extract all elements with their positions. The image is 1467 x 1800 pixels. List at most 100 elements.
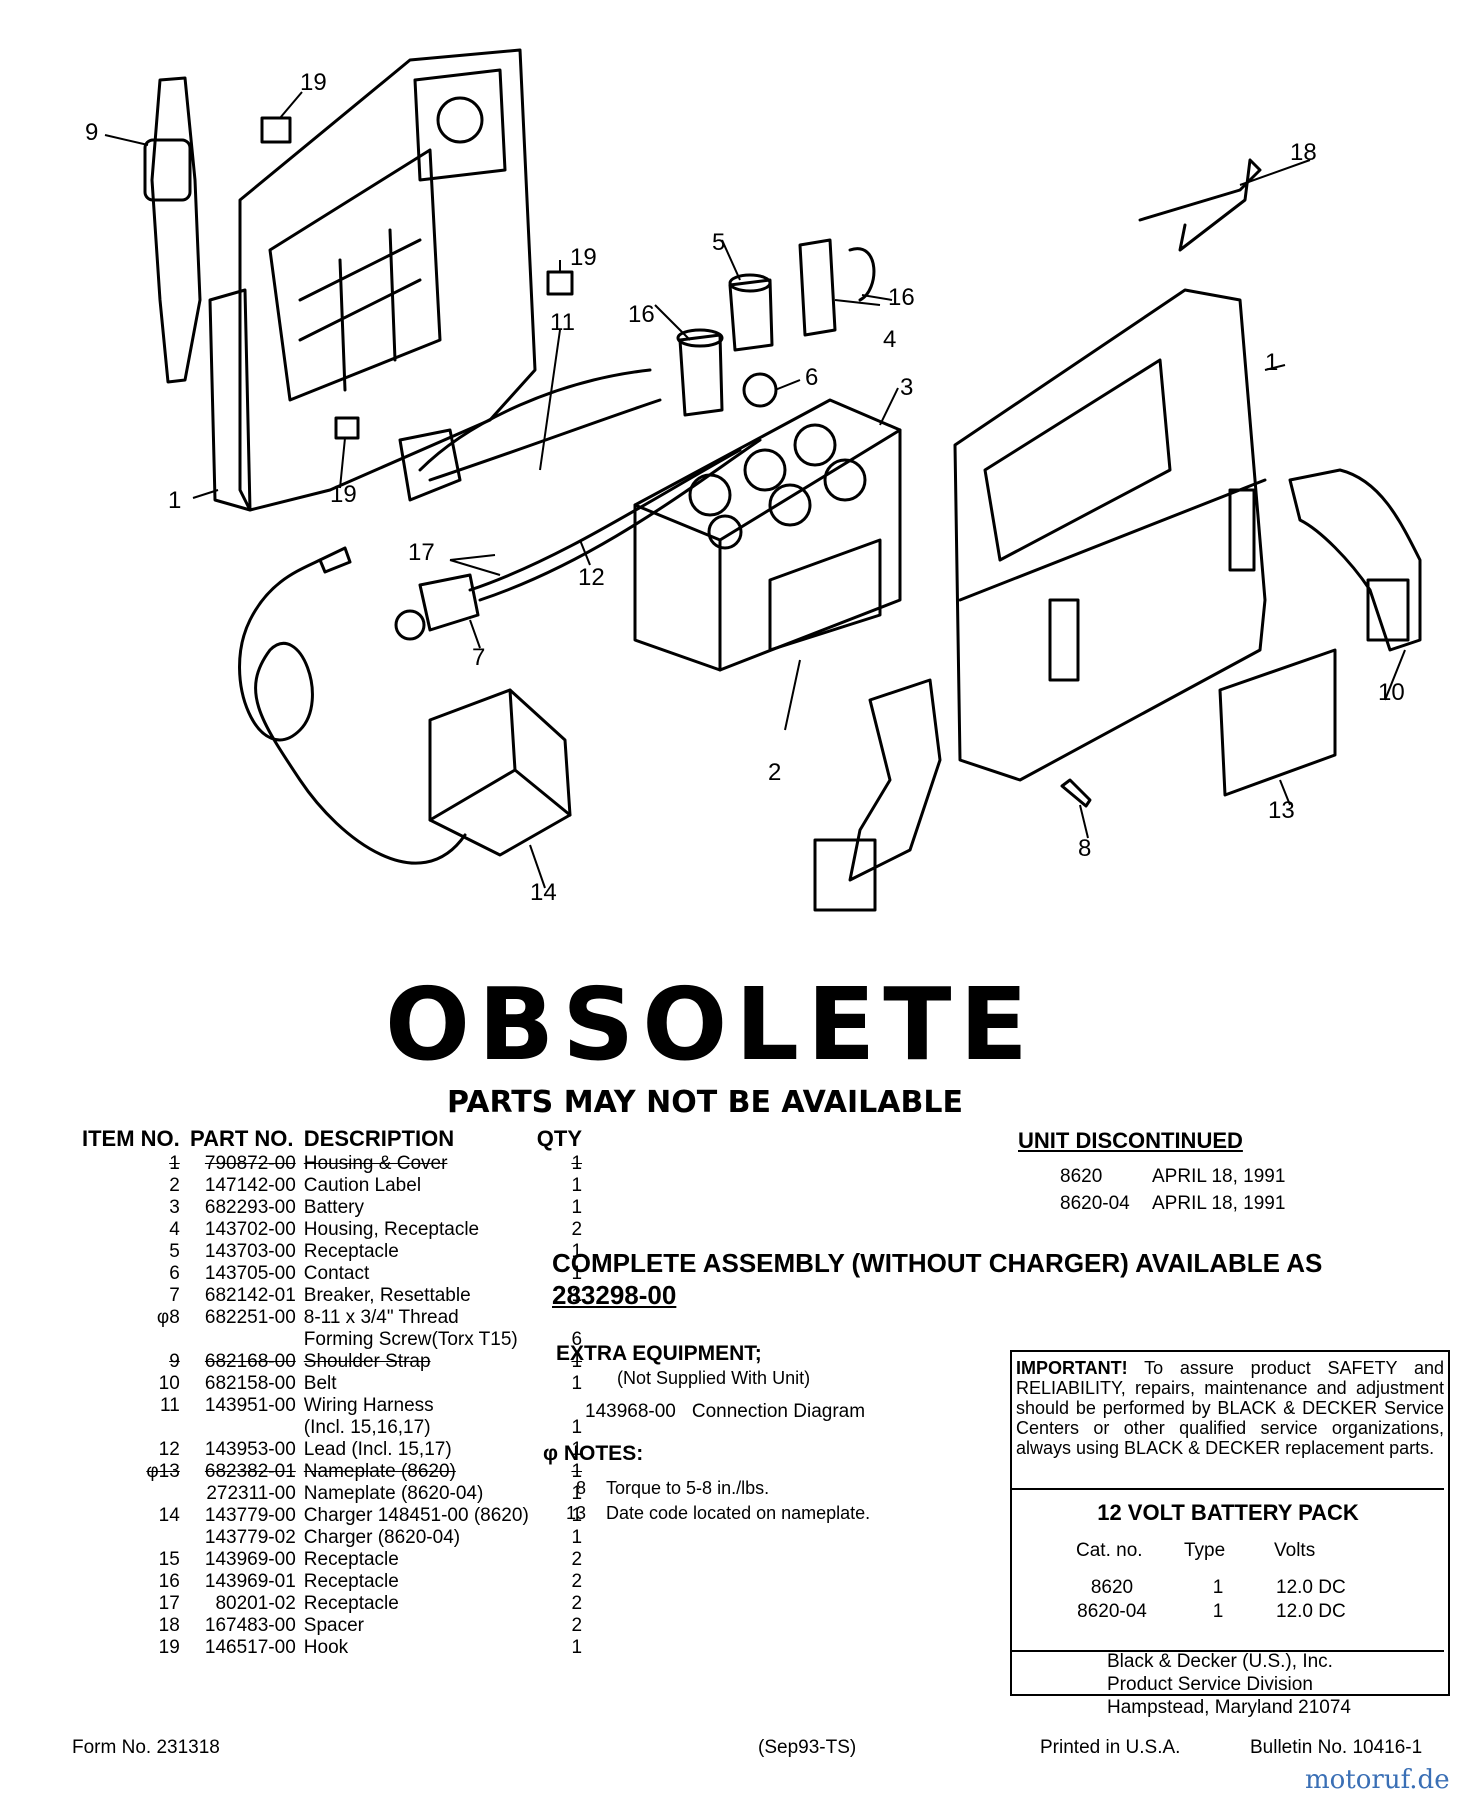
cell-item <box>78 1417 184 1439</box>
callout-18c: 19 <box>330 481 357 508</box>
cell-item: 2 <box>169 1175 180 1196</box>
cell-qty: 2 <box>571 1219 583 1240</box>
cell-part: 147142-00 <box>204 1175 296 1196</box>
cell-item <box>78 1483 184 1505</box>
screw <box>1060 778 1092 808</box>
cell-desc: Receptacle <box>303 1593 399 1614</box>
belt-left <box>813 678 942 912</box>
cell-desc: (Incl. 15,16,17) <box>303 1417 431 1438</box>
cell-qty: 2 <box>571 1549 583 1570</box>
wiring-harness <box>398 368 762 602</box>
cell-desc: Contact <box>303 1263 370 1284</box>
belt-right <box>1288 468 1422 652</box>
cell-desc: Charger (8620-04) <box>303 1527 461 1548</box>
cell-qty: 1 <box>571 1373 583 1394</box>
cell-part: 682251-00 <box>204 1307 296 1328</box>
cell-desc: Breaker, Resettable <box>303 1285 471 1306</box>
cell-item: 4 <box>169 1219 180 1240</box>
extra-heading: EXTRA EQUIPMENT; <box>556 1342 762 1365</box>
callout-14: 14 <box>530 879 557 906</box>
battery-pack-panel: 12 VOLT BATTERY PACK Cat. no. Type Volts… <box>1012 1488 1444 1652</box>
cell-desc: Receptacle <box>303 1241 399 1262</box>
cell-item: 1 <box>169 1153 180 1174</box>
cell-part <box>184 1417 300 1439</box>
cell-item <box>78 1527 184 1549</box>
cell-part: 790872-00 <box>204 1153 296 1174</box>
receptacle-16 <box>676 328 724 417</box>
print-date: (Sep93-TS) <box>758 1737 857 1758</box>
cell-part: 143702-00 <box>204 1219 296 1240</box>
cell-desc: Hook <box>303 1637 349 1658</box>
callout-5: 5 <box>712 229 725 256</box>
cell-item: 3 <box>169 1197 180 1218</box>
callout-3: 3 <box>900 374 913 401</box>
cell-qty: 1 <box>571 1461 583 1482</box>
callout-6: 6 <box>805 364 818 391</box>
cell-part: 146517-00 <box>204 1637 296 1658</box>
cell-part: 167483-00 <box>204 1615 296 1636</box>
shoulder-strap <box>143 76 202 384</box>
cell-desc: Forming Screw(Torx T15) <box>303 1329 518 1350</box>
contact-6 <box>742 372 778 408</box>
cell-item: 19 <box>158 1637 180 1658</box>
watermark: motoruf.de <box>1305 1765 1450 1795</box>
callout-18: 19 <box>300 69 327 96</box>
cell-item: φ8 <box>156 1307 180 1328</box>
cell-qty: 1 <box>571 1285 583 1306</box>
col-item: ITEM NO. <box>82 1126 180 1151</box>
callout-2: 2 <box>768 759 781 786</box>
obsolete-title: OBSOLETE <box>385 966 1036 1083</box>
notes-heading: φ NOTES: <box>543 1442 644 1465</box>
cell-item: φ13 <box>146 1461 180 1482</box>
cell-part: 80201-02 <box>215 1593 296 1614</box>
cell-item: 11 <box>160 1395 180 1416</box>
cell-item: 17 <box>158 1593 180 1614</box>
cell-item: 10 <box>158 1373 180 1394</box>
important-box: IMPORTANT! To assure product SAFETY and … <box>1010 1350 1450 1696</box>
printed-in: Printed in U.S.A. <box>1040 1737 1181 1758</box>
col-qty: QTY <box>536 1126 583 1151</box>
cell-part: 143779-00 <box>204 1505 296 1526</box>
cell-item: 9 <box>169 1351 180 1372</box>
address-line: Black & Decker (U.S.), Inc. <box>1107 1651 1333 1672</box>
cell-part: 143969-01 <box>204 1571 296 1592</box>
cell-qty: 2 <box>571 1593 583 1614</box>
cell-qty: 1 <box>571 1439 583 1460</box>
housing-receptacle-4 <box>798 238 876 337</box>
front-cover <box>953 288 1267 782</box>
important-text: IMPORTANT! To assure product SAFETY and … <box>1016 1358 1444 1458</box>
cell-qty: 1 <box>571 1351 583 1372</box>
cell-desc: Nameplate (8620-04) <box>303 1483 484 1504</box>
cell-qty: 1 <box>571 1241 583 1262</box>
pack-col-volts: Volts <box>1274 1540 1316 1561</box>
cell-part: 682142-01 <box>204 1285 296 1306</box>
cell-qty: 1 <box>571 1263 583 1284</box>
cell-desc: Nameplate (8620) <box>303 1461 456 1482</box>
callout-19: 18 <box>1290 139 1317 166</box>
pack-col-type: Type <box>1184 1540 1226 1561</box>
callout-11: 11 <box>550 309 575 336</box>
address-block: Black & Decker (U.S.), Inc. Product Serv… <box>1107 1650 1351 1719</box>
callout-17: 17 <box>408 539 435 566</box>
callout-13: 13 <box>1268 797 1295 824</box>
cell-qty: 6 <box>571 1329 583 1350</box>
cell-part: 682293-00 <box>204 1197 296 1218</box>
cell-desc: Receptacle <box>303 1549 399 1570</box>
